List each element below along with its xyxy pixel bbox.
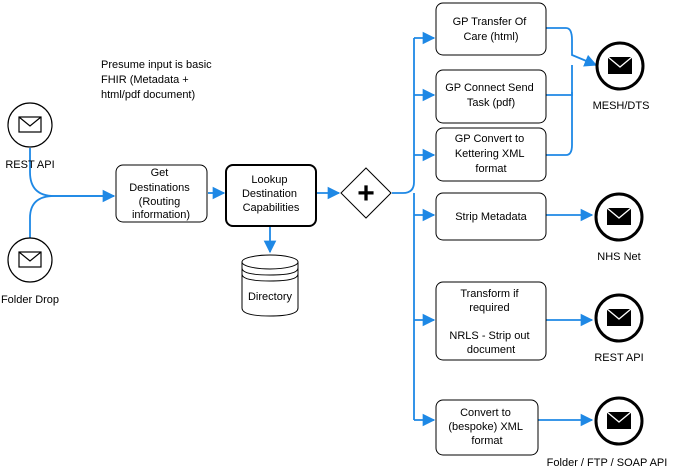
process-label: Strip Metadata — [455, 211, 527, 223]
lookup-capabilities-label: Lookup Destination Capabilities — [242, 174, 300, 214]
get-destinations-task: Get Destinations (Routing information) — [115, 164, 208, 223]
connector-proc-2-to-mesh — [546, 65, 573, 96]
directory-label: Directory — [248, 291, 293, 303]
output-mesh-dts-label: MESH/DTS — [593, 100, 650, 112]
output-folder-ftp-soap-label: Folder / FTP / SOAP API — [547, 457, 668, 469]
process-label: GP Convert to Kettering XML format — [455, 133, 528, 175]
process-gp-convert-kettering: GP Convert to Kettering XML format — [435, 127, 547, 182]
process-transform-nrls: Transform if required NRLS - Strip out d… — [435, 281, 547, 361]
get-destinations-label: Get Destinations (Routing information) — [129, 167, 193, 221]
output-nhs-net: NHS Net — [594, 192, 644, 263]
lookup-capabilities-task: Lookup Destination Capabilities — [225, 164, 317, 227]
output-mesh-dts: MESH/DTS — [593, 41, 650, 112]
process-label: GP Connect Send Task (pdf) — [445, 82, 537, 109]
envelope-icon — [18, 251, 42, 268]
parallel-gateway-icon: + — [340, 167, 392, 219]
connector-rest-to-get — [29, 148, 116, 203]
connector-proc-3-to-mesh — [546, 92, 573, 156]
output-rest-api-label: REST API — [594, 352, 643, 364]
process-label: Convert to (bespoke) XML format — [448, 407, 525, 447]
connector-gateway-branch — [392, 38, 415, 194]
process-gp-transfer-of-care: GP Transfer Of Care (html) — [435, 2, 547, 56]
process-convert-bespoke-xml: Convert to (bespoke) XML format — [435, 399, 539, 456]
process-label: Transform if required NRLS - Strip out d… — [449, 288, 532, 356]
database-icon — [241, 254, 299, 317]
input-rest-api: REST API — [5, 102, 55, 171]
input-folder-drop: Folder Drop — [1, 237, 59, 306]
process-label: GP Transfer Of Care (html) — [453, 16, 530, 43]
connectors — [29, 27, 598, 427]
output-rest-api: REST API — [594, 293, 644, 364]
envelope-icon — [18, 116, 42, 133]
envelope-icon — [606, 308, 632, 326]
input-rest-api-label: REST API — [5, 159, 54, 171]
directory-store: Directory — [241, 254, 299, 317]
process-gp-connect-send-task: GP Connect Send Task (pdf) — [435, 69, 547, 124]
output-folder-ftp-soap: Folder / FTP / SOAP API — [547, 396, 668, 469]
connector-proc-1-to-mesh — [546, 27, 598, 67]
process-strip-metadata: Strip Metadata — [435, 192, 547, 241]
output-nhs-net-label: NHS Net — [597, 251, 640, 263]
gateway-symbol: + — [357, 177, 375, 210]
connector-folder-to-get — [29, 195, 114, 238]
envelope-icon — [607, 56, 633, 74]
input-note: Presume input is basic FHIR (Metadata + … — [101, 59, 215, 101]
input-folder-drop-label: Folder Drop — [1, 294, 59, 306]
envelope-icon — [606, 411, 632, 429]
envelope-icon — [606, 207, 632, 225]
